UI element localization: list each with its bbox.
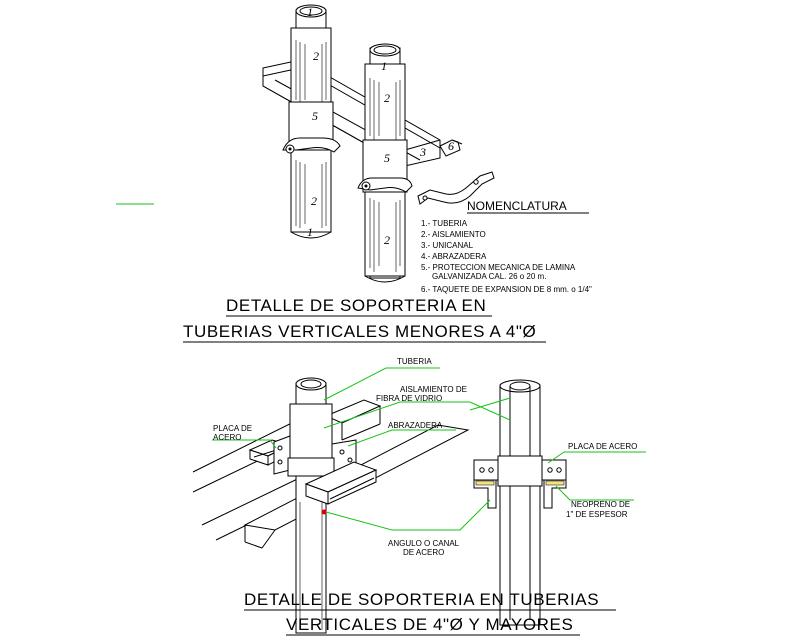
- pipe-elevation: [473, 379, 567, 626]
- callout-1-right: 1: [381, 59, 387, 73]
- label-angulo-1: ANGULO O CANAL: [388, 539, 460, 548]
- label-aislamiento-1: AISLAMIENTO DE: [400, 385, 467, 394]
- callout-6: 6: [448, 139, 454, 153]
- lower-plate: [304, 461, 378, 505]
- callout-2-left-lower: 2: [311, 194, 317, 208]
- nomenclature-item-5b: GALVANIZADA CAL. 26 o 20 m.: [432, 272, 546, 281]
- nomenclature-item-3: 3.- UNICANAL: [421, 241, 474, 250]
- callout-1-left: 1: [307, 5, 313, 19]
- top-detail: 1 2 5 2 1 2 5 2 1 3 6 NOMENCLATURA 1.- T…: [116, 4, 592, 343]
- top-title-line2: TUBERIAS VERTICALES MENORES A 4"Ø: [183, 322, 536, 341]
- bottom-title-line1: DETALLE DE SOPORTERIA EN TUBERIAS: [244, 590, 599, 609]
- nomenclature-block: NOMENCLATURA 1.- TUBERIA 2.- AISLAMIENTO…: [421, 199, 592, 294]
- callout-5-left: 5: [312, 109, 318, 123]
- pipe-left: [282, 4, 341, 239]
- nomenclature-item-5: 5.- PROTECCION MECANICA DE LAMINA: [421, 263, 576, 272]
- callout-2-left-upper: 2: [313, 49, 319, 63]
- bottom-title-line2: VERTICALES DE 4"Ø Y MAYORES: [286, 615, 573, 634]
- label-tuberia: TUBERIA: [397, 357, 432, 366]
- callout-numbers: 1 2 5 2 1 2 5 2 1 3 6: [307, 5, 454, 247]
- label-placa-left-2: ACERO: [213, 433, 241, 442]
- expansion-anchor: [439, 139, 463, 157]
- bottom-detail: TUBERIA AISLAMIENTO DE FIBRA DE VIDRIO A…: [192, 357, 646, 636]
- loose-clamp: [417, 171, 495, 205]
- callout-3: 3: [419, 145, 426, 159]
- callout-5-right: 5: [384, 151, 390, 165]
- label-neopreno-1: NEOPRENO DE: [571, 500, 630, 509]
- nomenclature-item-6: 6.- TAQUETE DE EXPANSION DE 8 mm. o 1/4": [421, 285, 592, 294]
- label-neopreno-2: 1" DE ESPESOR: [566, 510, 628, 519]
- label-placa-right: PLACA DE ACERO: [568, 442, 637, 451]
- label-abrazadera: ABRAZADERA: [388, 421, 443, 430]
- callout-2-right-upper: 2: [384, 91, 390, 105]
- nomenclature-item-2: 2.- AISLAMIENTO: [421, 230, 486, 239]
- leader-lines: [212, 367, 646, 531]
- pipe-iso: [273, 377, 357, 634]
- upper-plate: [324, 399, 382, 441]
- red-marker: [321, 509, 327, 515]
- pipe-right: [357, 43, 413, 283]
- top-title-line1: DETALLE DE SOPORTERIA EN: [226, 296, 486, 315]
- label-placa-left-1: PLACA DE: [213, 424, 252, 433]
- callout-1-left-bottom: 1: [307, 225, 313, 239]
- nomenclature-title: NOMENCLATURA: [467, 199, 567, 213]
- nomenclature-item-1: 1.- TUBERIA: [421, 219, 468, 228]
- label-angulo-2: DE ACERO: [403, 548, 444, 557]
- bottom-labels: TUBERIA AISLAMIENTO DE FIBRA DE VIDRIO A…: [213, 357, 637, 557]
- label-aislamiento-2: FIBRA DE VIDRIO: [376, 394, 442, 403]
- callout-2-right-lower: 2: [384, 233, 390, 247]
- nomenclature-item-4: 4.- ABRAZADERA: [421, 252, 487, 261]
